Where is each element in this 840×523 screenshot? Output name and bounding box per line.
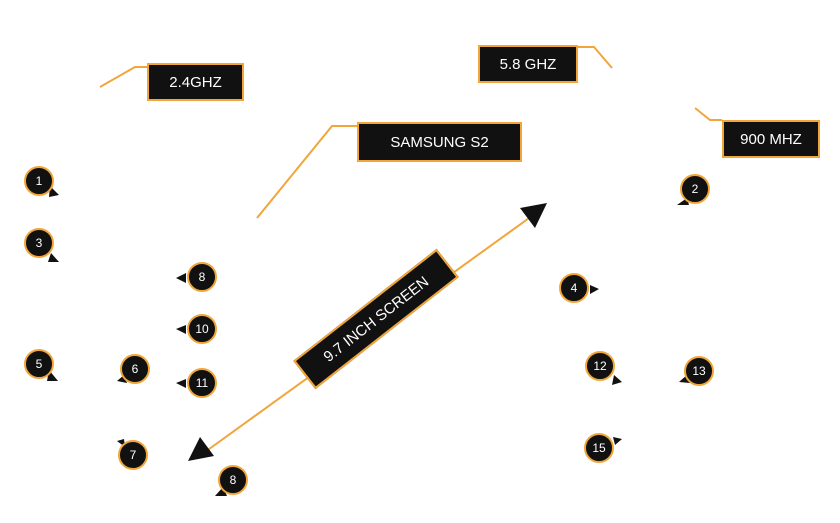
marker-3: 3 [24,228,54,258]
marker-10: 10 [187,314,217,344]
leader-line-5.8ghz [578,46,613,69]
marker-5: 5 [24,349,54,379]
marker-4: 4 [559,273,589,303]
arrowhead-bottom-left [188,437,214,461]
leader-line-900mhz [694,107,722,121]
label-2.4ghz: 2.4GHZ [147,63,244,101]
label-5.8ghz: 5.8 GHZ [478,45,578,83]
marker-8-bottom: 8 [218,465,248,495]
arrowhead-top-right [520,203,547,228]
marker-7: 7 [118,440,148,470]
leader-line-samsung [256,125,357,219]
marker-12: 12 [585,351,615,381]
leader-line-2.4ghz [99,66,147,88]
marker-6: 6 [120,354,150,384]
marker-1: 1 [24,166,54,196]
marker-2: 2 [680,174,710,204]
marker-15: 15 [584,433,614,463]
label-900mhz: 900 MHZ [722,120,820,158]
marker-11: 11 [187,368,217,398]
marker-13: 13 [684,356,714,386]
marker-8: 8 [187,262,217,292]
label-samsung-s2: SAMSUNG S2 [357,122,522,162]
